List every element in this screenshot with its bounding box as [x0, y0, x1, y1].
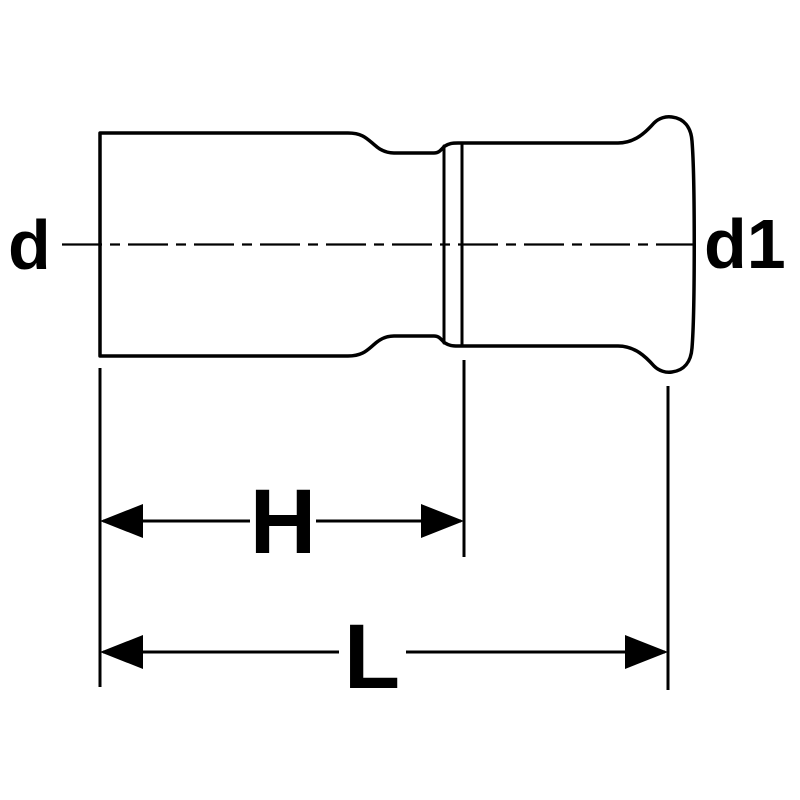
- label-d: d: [8, 206, 51, 284]
- dim-L-arrow-left: [100, 635, 143, 669]
- dim-H-arrow-left: [100, 504, 143, 538]
- dimension-L: L: [100, 606, 668, 708]
- dimension-H: H: [100, 471, 464, 573]
- fitting-body-path: [98, 115, 696, 374]
- dim-L-label: L: [344, 606, 400, 708]
- dim-H-label: H: [250, 471, 316, 573]
- dim-H-arrow-right: [421, 504, 464, 538]
- label-d1: d1: [704, 205, 786, 283]
- extension-lines: [98, 360, 670, 690]
- dim-L-arrow-right: [625, 635, 668, 669]
